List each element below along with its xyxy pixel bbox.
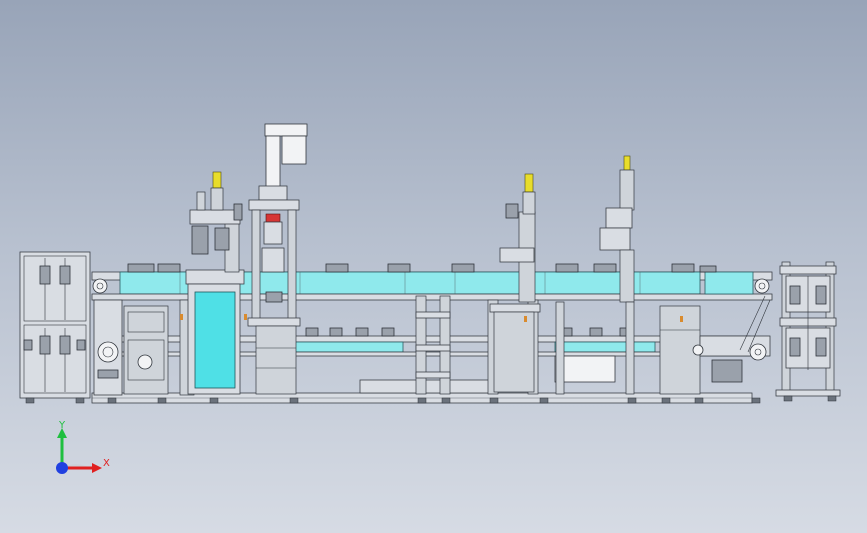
x-axis-label: X <box>103 458 110 469</box>
z-axis-dot <box>56 462 68 474</box>
x-arrowhead-icon <box>92 463 102 473</box>
station-1-press <box>179 171 245 396</box>
right-elevator <box>775 261 841 397</box>
accent-markers <box>180 314 683 322</box>
station-4-gripper <box>555 155 635 395</box>
leveling-feet <box>107 395 837 404</box>
station-2-servo-press <box>247 123 308 395</box>
y-axis-label: Y <box>58 420 66 431</box>
y-arrowhead-icon <box>57 428 67 438</box>
left-lift-unit <box>93 299 169 396</box>
coordinate-triad: Y X <box>56 420 110 474</box>
right-station <box>659 295 771 395</box>
station-3-pusher <box>489 173 541 393</box>
main-conveyor <box>91 263 773 301</box>
left-cabinet <box>19 251 91 404</box>
